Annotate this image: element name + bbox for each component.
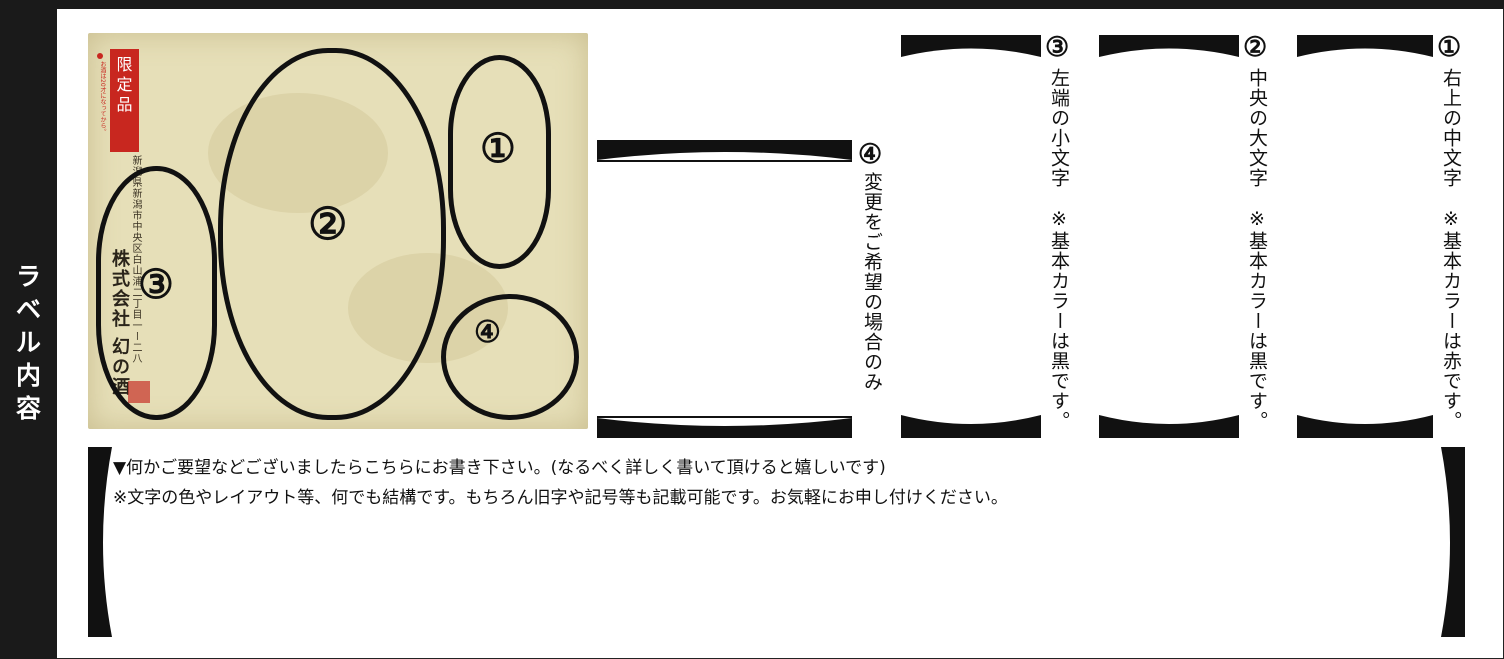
title-char: ベ (15, 295, 41, 324)
box-4-bracket (597, 140, 852, 438)
oval-2 (218, 48, 446, 420)
seal-char: 品 (116, 95, 133, 114)
box-4-number: ④ (858, 139, 883, 170)
oval-1-number: ① (480, 125, 516, 172)
top-border (0, 0, 1504, 9)
limited-seal: 限 定 品 (110, 49, 139, 152)
title-char: 容 (15, 394, 41, 423)
box-2-label: 中央の大文字 ※基本カラーは黒です。 (1246, 68, 1268, 431)
oval-3-number: ③ (138, 261, 174, 308)
oval-4-number: ④ (474, 315, 501, 350)
age-notice: お酒は20才になってから。 (99, 61, 106, 135)
box-1-bracket (1297, 35, 1433, 438)
box-1-label: 右上の中文字 ※基本カラーは赤です。 (1440, 68, 1462, 431)
address-text: 新潟県新潟市中央区白山浦二丁目一ー二八 (130, 155, 141, 364)
box-1-number: ① (1437, 32, 1462, 63)
oval-4 (441, 294, 579, 420)
title-char: 内 (15, 361, 41, 390)
seal-char: 限 (116, 55, 133, 74)
request-line-2: ※文字の色やレイアウト等、何でも結構です。もちろん旧字や記号等も記載可能です。お… (113, 488, 1008, 508)
request-bracket-right (1441, 447, 1465, 637)
oval-2-number: ② (308, 199, 348, 250)
seal-char: 定 (116, 75, 133, 94)
box-3-number: ③ (1045, 32, 1070, 63)
request-area[interactable]: ▼何かご要望などございましたらこちらにお書き下さい。(なるべく詳しく書いて頂ける… (113, 453, 1008, 513)
title-char: ル (15, 328, 41, 357)
oval-3 (96, 166, 217, 420)
side-bar: ラ ベ ル 内 容 (0, 0, 57, 659)
box-2-bracket (1099, 35, 1239, 438)
request-line-1: ▼何かご要望などございましたらこちらにお書き下さい。(なるべく詳しく書いて頂ける… (113, 458, 886, 478)
box-3-label: 左端の小文字 ※基本カラーは黒です。 (1048, 68, 1070, 431)
oval-1 (448, 55, 551, 269)
red-dot (97, 53, 103, 59)
request-bracket-left (88, 447, 112, 637)
company-line: 株式会社 (109, 249, 130, 329)
box-2-number: ② (1243, 32, 1268, 63)
section-title: ラ ベ ル 内 容 (0, 260, 57, 425)
box-4-label: 変更をご希望の場合のみ (861, 172, 883, 392)
title-char: ラ (15, 262, 41, 291)
box-3-bracket (901, 35, 1041, 438)
label-sample-image: お酒は20才になってから。 限 定 品 新潟県新潟市中央区白山浦二丁目一ー二八 … (88, 33, 588, 429)
